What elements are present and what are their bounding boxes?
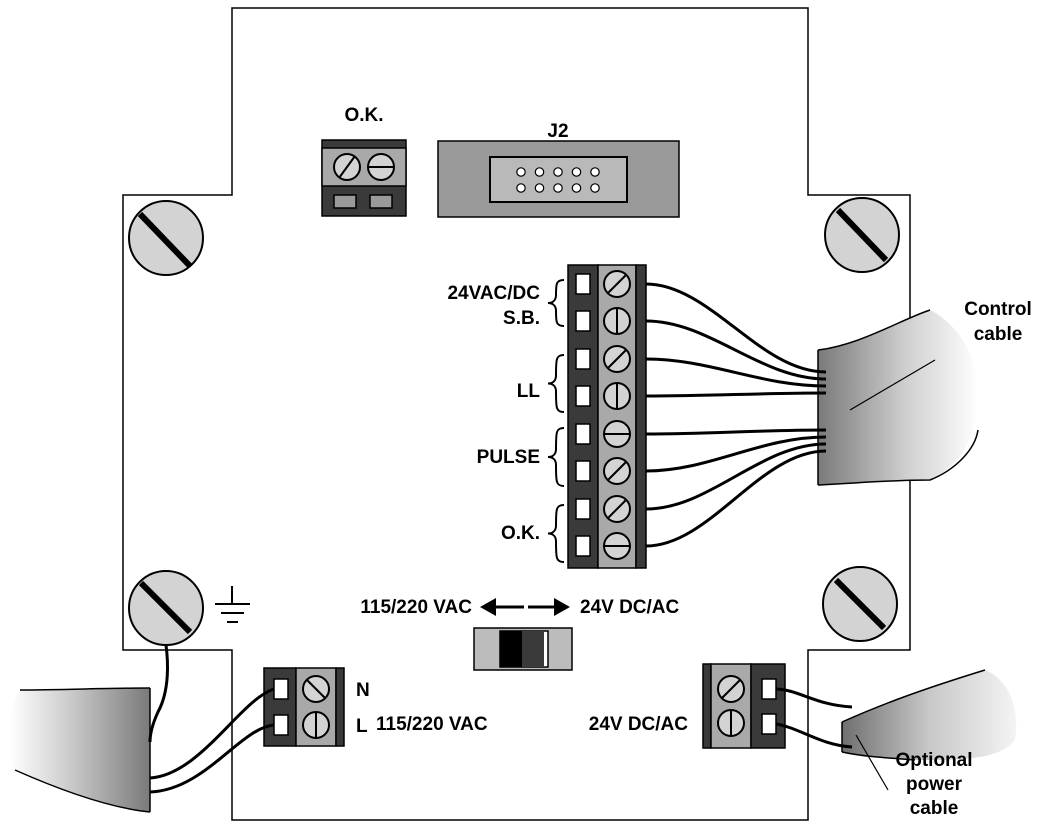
control-wire — [645, 449, 827, 548]
brace — [547, 354, 565, 413]
arrow-right-icon — [528, 598, 570, 616]
control-wire — [645, 319, 827, 381]
ok-relay-terminal — [321, 139, 407, 217]
j2-pin — [571, 167, 582, 177]
control-wire — [645, 435, 827, 473]
terminal-n-label: N — [356, 680, 370, 701]
control-terminal-block — [567, 264, 647, 569]
control-cable-label-line2: cable — [973, 324, 1023, 345]
j2-pin — [516, 167, 526, 177]
terminal-slot — [575, 498, 591, 520]
j2-pin — [590, 183, 600, 193]
terminal-group-braces — [547, 279, 565, 563]
terminal-slot — [575, 310, 591, 332]
control-wire — [645, 282, 827, 374]
dc-terminal-label: 24V DC/AC — [588, 714, 688, 735]
j2-pin — [571, 183, 582, 193]
control-wire — [645, 391, 827, 398]
terminal-slot — [575, 460, 591, 482]
optional-cable-label-line1: Optional — [895, 750, 973, 771]
terminal-slot — [575, 535, 591, 557]
control-wire — [645, 357, 827, 388]
switch-dc-label: 24V DC/AC — [580, 597, 680, 618]
mount-screw-bottom-right — [822, 566, 898, 642]
terminal-slot — [575, 348, 591, 370]
j2-pin — [516, 183, 526, 193]
j2-pin — [534, 183, 545, 193]
j2-pin — [553, 183, 563, 193]
brace — [547, 504, 565, 563]
j2-label: J2 — [547, 121, 569, 142]
arrow-left-icon — [480, 598, 524, 616]
switch-ac-label: 115/220 VAC — [360, 597, 472, 618]
mount-screw-top-right — [824, 197, 900, 273]
screw-slot — [607, 461, 627, 481]
optional-power-wires — [775, 687, 853, 749]
screw-slot — [607, 349, 627, 369]
enclosure-outline — [122, 7, 911, 821]
ac-power-cable — [9, 687, 151, 813]
control-wires — [645, 282, 827, 548]
supply-label-line1: 24VAC/DC — [447, 283, 540, 304]
ok-side-label: O.K. — [500, 523, 540, 544]
screw-slot — [607, 499, 627, 519]
dc-power-terminal — [702, 663, 786, 749]
mount-screw-top-left — [128, 200, 204, 276]
j2-pin — [534, 167, 545, 177]
ground-icon — [215, 586, 250, 623]
terminal-slot — [575, 423, 591, 445]
optional-cable-label-line2: power — [906, 774, 962, 795]
terminal-slot — [575, 385, 591, 407]
ac-power-terminal — [263, 667, 345, 747]
optional-cable-label-line3: cable — [909, 798, 959, 819]
mount-screw-bottom-left — [128, 570, 204, 646]
ll-label: LL — [516, 381, 540, 402]
terminal-slot — [575, 273, 591, 295]
terminal-l-label: L — [356, 716, 368, 737]
control-cable-label-line1: Control — [964, 299, 1032, 320]
screw-slot — [607, 274, 627, 294]
ok-relay-label: O.K. — [344, 105, 384, 126]
pulse-label: PULSE — [476, 447, 540, 468]
supply-label-line2: S.B. — [503, 308, 540, 329]
j2-header — [437, 140, 680, 218]
j2-pin — [553, 167, 563, 177]
ac-terminal-label: 115/220 VAC — [376, 714, 488, 735]
brace — [547, 279, 565, 327]
voltage-selector-switch[interactable] — [473, 627, 573, 671]
control-wire — [645, 442, 827, 511]
j2-pin — [590, 167, 600, 177]
optional-power-cable — [841, 669, 1017, 791]
ac-power-wires — [148, 644, 275, 794]
control-wire — [645, 428, 827, 436]
brace — [547, 427, 565, 487]
